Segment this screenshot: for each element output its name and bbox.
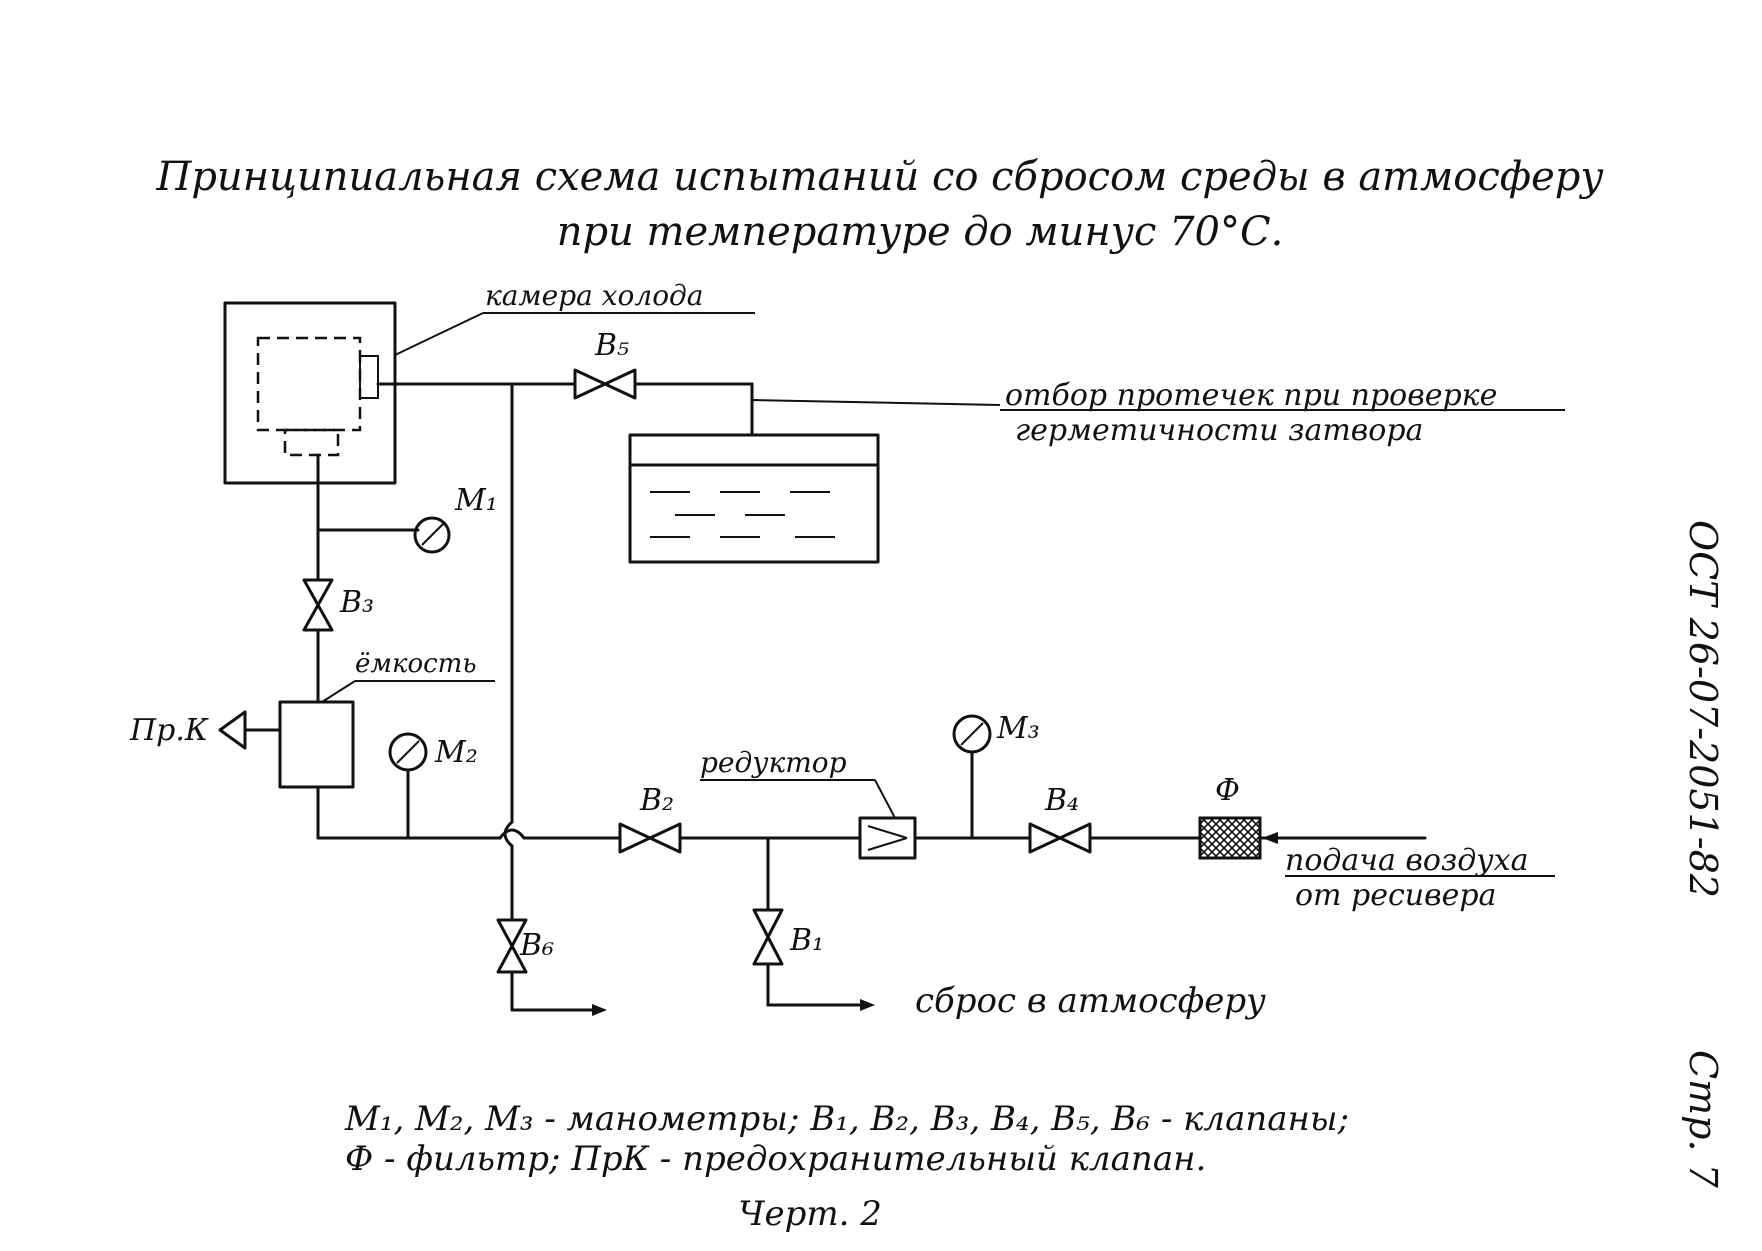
title-line-1: Принципиальная схема испытаний со сбросо… <box>155 154 1604 200</box>
leak-label-line-1: отбор протечек при проверке <box>1005 378 1497 413</box>
vent-label: сброс в атмосферу <box>915 981 1266 1021</box>
valve-b1 <box>752 908 784 966</box>
valve-b1-label: В₁ <box>789 923 824 958</box>
figure-label: Черт. 2 <box>738 1194 882 1234</box>
valve-b3-label: В₃ <box>339 585 374 620</box>
valve-b2-label: В₂ <box>639 783 674 818</box>
gauge-m1 <box>413 516 451 554</box>
air-supply-label-line-1: подача воздуха <box>1285 843 1528 878</box>
filter-label: Ф <box>1215 773 1240 808</box>
page-number: Стр. 7 <box>1681 1050 1725 1189</box>
gauge-m3 <box>952 714 992 754</box>
leak-label-line-2: герметичности затвора <box>1015 413 1423 448</box>
cold-chamber-label: камера холода <box>485 279 704 312</box>
safety-valve-icon <box>218 710 247 750</box>
valve-b4-label: В₄ <box>1044 783 1079 818</box>
valve-b5-label: В₅ <box>594 328 629 363</box>
vent-arrow-b6-icon <box>592 1004 607 1016</box>
air-supply-label-line-2: от ресивера <box>1295 878 1496 913</box>
valve-b2 <box>618 822 682 854</box>
cold-chamber <box>223 301 397 485</box>
valve-b6-label: В₆ <box>519 928 554 963</box>
leak-vessel <box>628 433 880 564</box>
gauge-m2 <box>388 732 428 772</box>
tank <box>278 700 355 789</box>
legend-line-2: Ф - фильтр; ПрК - предохранительный клап… <box>345 1139 1206 1179</box>
gauge-m2-label: М₂ <box>434 735 478 770</box>
document-number: ОСТ 26-07-2051-82 <box>1681 520 1725 898</box>
filter <box>1198 816 1262 860</box>
gauge-m1-label: М₁ <box>454 483 498 518</box>
air-supply-arrow-icon <box>1262 832 1278 844</box>
title-line-2: при температуре до минус 70°С. <box>557 209 1284 255</box>
safety-valve-label: Пр.К <box>129 713 209 748</box>
valve-b3 <box>302 578 334 632</box>
valve-b4 <box>1028 822 1092 854</box>
valve-b5 <box>573 368 637 400</box>
tank-label: ёмкость <box>355 649 477 679</box>
vent-arrow-b1-icon <box>860 999 875 1011</box>
gauge-m3-label: М₃ <box>996 711 1040 746</box>
reducer <box>858 816 917 860</box>
reducer-label: редуктор <box>700 746 847 779</box>
legend-line-1: М₁, М₂, М₃ - манометры; В₁, В₂, В₃, В₄, … <box>344 1099 1349 1139</box>
